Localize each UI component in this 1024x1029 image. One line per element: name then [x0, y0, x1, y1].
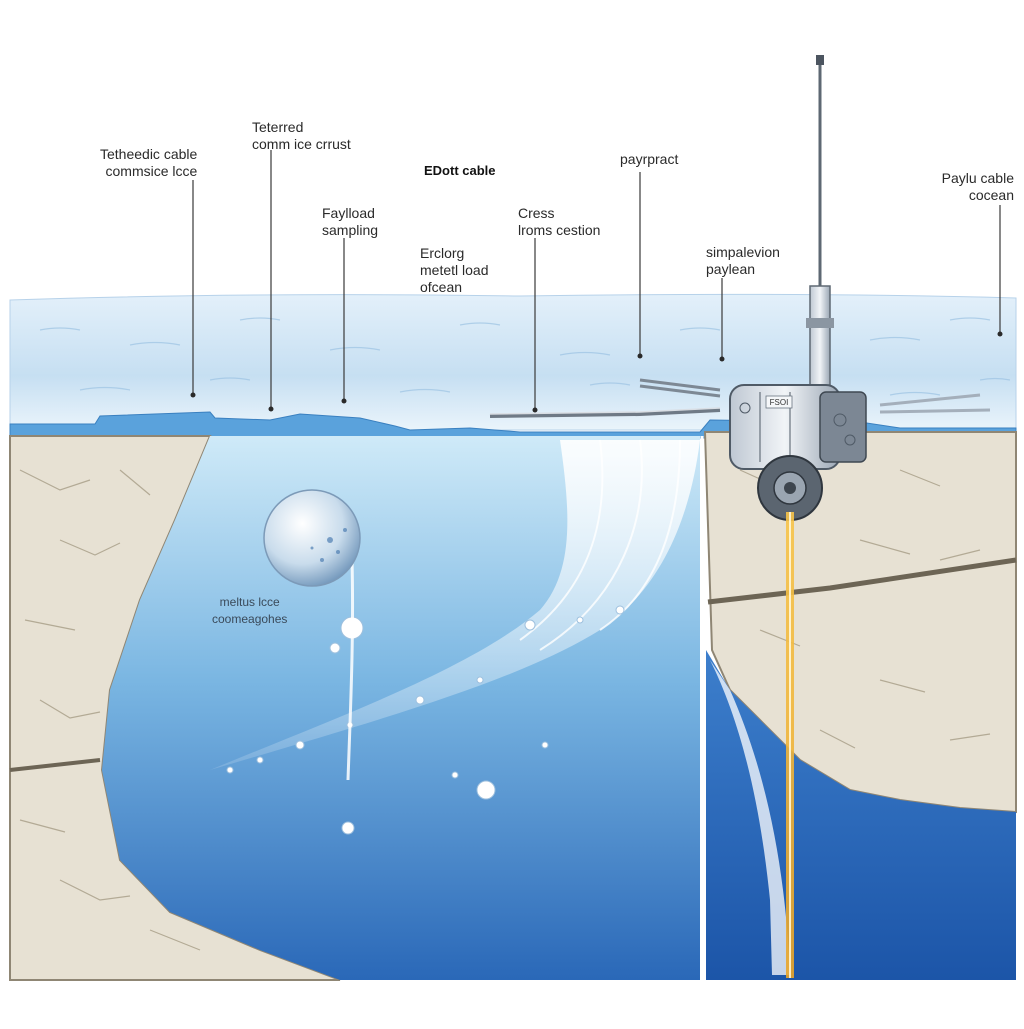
label-tethered-cable-line1: Tetheedic cable: [100, 146, 198, 162]
leader-dots: [190, 331, 1003, 413]
label-meltus-ice-line1: meltus lcce: [219, 595, 280, 609]
mast-housing: [809, 285, 831, 387]
label-eroding-ocean-line2: metetl load: [420, 262, 489, 278]
label-cress: Cress lroms cestion: [518, 205, 600, 239]
label-payload-sampling-line2: sampling: [322, 222, 379, 238]
right-drip-stream: [710, 660, 790, 975]
label-payproact-text: payrpract: [620, 151, 679, 167]
label-meltus-ice: meltus lcce coomeagohes: [212, 594, 287, 628]
label-tetered-crust-line2: comm ice crrust: [252, 136, 351, 152]
mast-collar: [806, 318, 834, 328]
label-cress-line2: lroms cestion: [518, 222, 601, 238]
tether-cable-highlight: [489, 407, 721, 415]
floating-sphere: [263, 489, 361, 587]
label-meltus-ice-line2: coomeagohes: [212, 612, 288, 626]
label-tethered-cable: Tetheedic cable commsice lcce: [100, 146, 197, 180]
right-rock-crack: [707, 557, 1017, 605]
sphere-spots: [310, 528, 347, 562]
tether-cable: [489, 408, 721, 418]
support-arm: [639, 378, 721, 398]
label-payload-sampling-line1: Faylload: [322, 205, 375, 221]
label-eroding-ocean-line3: ofcean: [420, 279, 463, 295]
label-edott-cable: EDott cable: [424, 162, 496, 179]
label-edott-cable-text: EDott cable: [424, 163, 496, 178]
leader-lines: [192, 150, 1001, 410]
probe-badge: FSOI: [770, 398, 789, 407]
label-cress-line1: Cress: [518, 205, 555, 221]
label-tetered-crust-line1: Teterred: [252, 119, 304, 135]
drip-trail: [346, 559, 355, 781]
label-payload-sampling: Faylload sampling: [322, 205, 378, 239]
side-arms: [879, 393, 991, 414]
label-simpalevion-line2: paylean: [706, 261, 756, 277]
label-simpalevion-line1: simpalevion: [706, 244, 780, 260]
label-eroding-ocean-line1: Erclorg: [420, 245, 465, 261]
bubbles: [226, 605, 625, 835]
ice-texture: [39, 317, 1011, 396]
label-eroding-ocean: Erclorg metetl load ofcean: [420, 245, 488, 296]
left-rock-crack: [9, 758, 101, 772]
probe-panel: [819, 391, 867, 463]
label-tetered-crust: Teterred comm ice crrust: [252, 119, 351, 153]
label-paylu-cable-line1: Paylu cable: [941, 170, 1014, 186]
left-rock-texture: [19, 469, 201, 951]
laser-beam-core: [789, 512, 791, 978]
label-simpalevion: simpalevion paylean: [706, 244, 780, 278]
probe-details: [739, 392, 856, 462]
label-paylu-cable: Paylu cable cocean: [930, 170, 1014, 204]
antenna-tip: [816, 55, 824, 65]
drill-center: [784, 482, 796, 494]
probe-badge-plate: [765, 395, 793, 409]
label-paylu-cable-line2: cocean: [968, 187, 1014, 203]
label-tethered-cable-line2: commsice lcce: [105, 163, 198, 179]
label-payproact: payrpract: [620, 151, 678, 168]
melt-plume: [210, 440, 700, 770]
